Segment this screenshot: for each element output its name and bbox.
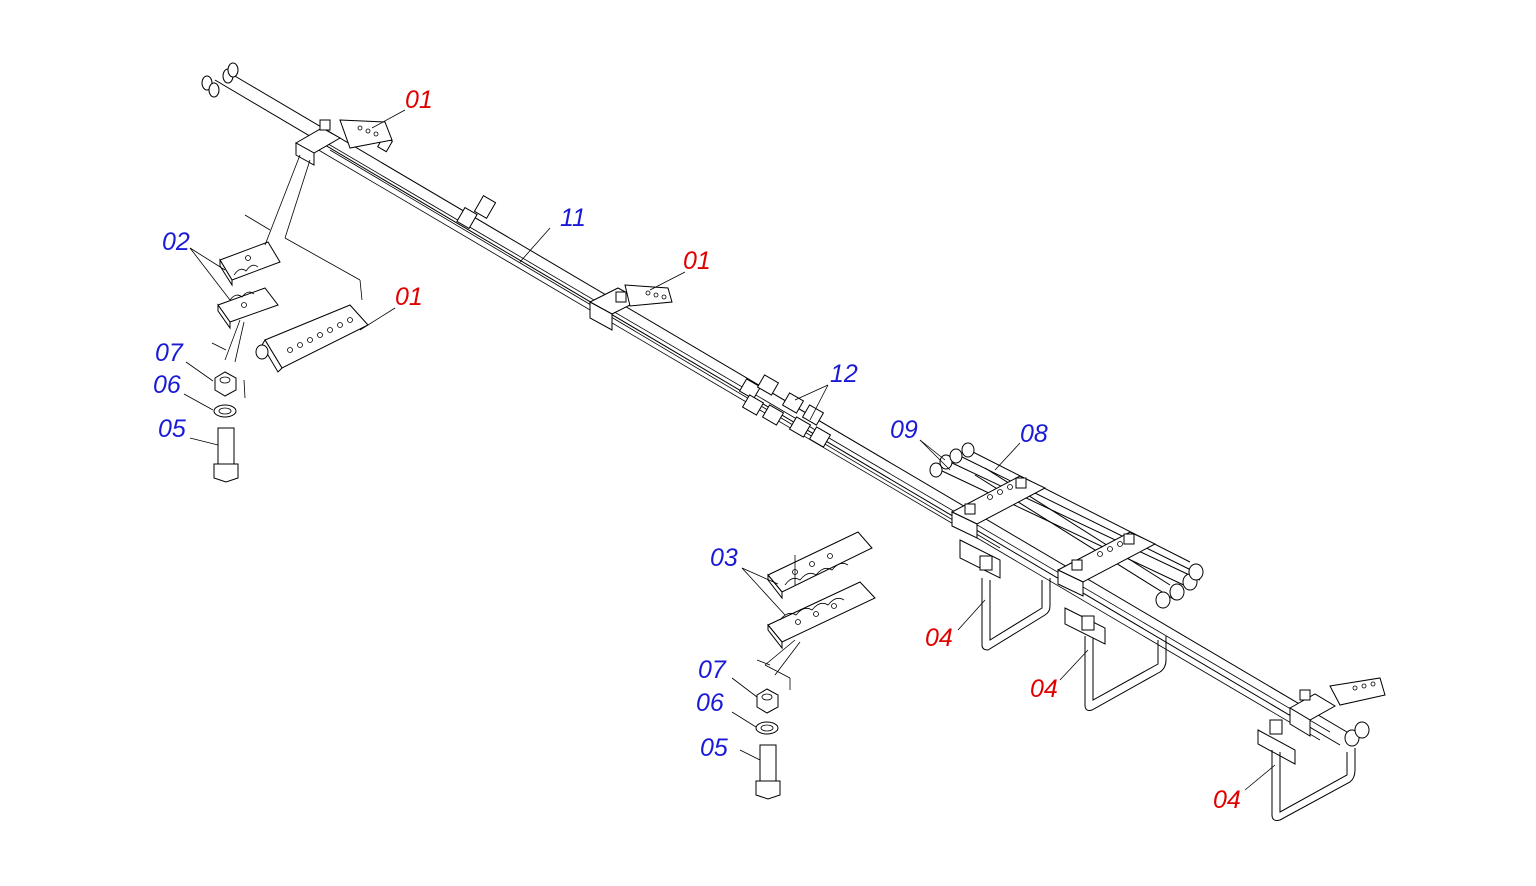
label-01-exploded: 01 <box>395 283 423 311</box>
label-07-left: 07 <box>155 339 184 367</box>
label-12: 12 <box>830 360 858 388</box>
fasteners-left <box>213 371 239 483</box>
bracket-plate-upper <box>950 475 1047 539</box>
exploded-clamp-02 <box>217 241 281 330</box>
clamp-assembly-top <box>294 119 393 166</box>
hose-couplings <box>738 374 832 448</box>
label-04-middle: 04 <box>1030 675 1058 703</box>
hanger-middle <box>1064 607 1167 711</box>
label-08: 08 <box>1020 420 1048 448</box>
label-09: 09 <box>890 416 918 444</box>
label-07-middle: 07 <box>698 656 727 684</box>
label-01-middle: 01 <box>683 247 711 275</box>
exploded-clamp-03 <box>767 531 876 650</box>
main-rail <box>214 71 1353 746</box>
label-01-top: 01 <box>405 86 433 114</box>
label-05-middle: 05 <box>700 734 728 762</box>
label-04-right: 04 <box>1213 786 1241 814</box>
label-06-middle: 06 <box>696 689 724 717</box>
exploded-plate-01 <box>255 304 369 373</box>
hanger-left <box>959 539 1051 651</box>
clamp-assembly-middle <box>588 284 673 331</box>
label-05-left: 05 <box>158 415 186 443</box>
explode-leaders-middle <box>756 555 801 690</box>
label-06-left: 06 <box>153 371 181 399</box>
label-leaders <box>183 109 1276 791</box>
clamp-assembly-end <box>1289 677 1386 747</box>
label-03: 03 <box>710 544 738 572</box>
bracket-plate-lower <box>1056 531 1157 597</box>
label-02: 02 <box>162 228 190 256</box>
label-04-left: 04 <box>925 624 953 652</box>
fasteners-middle <box>755 688 781 800</box>
rail-end-caps-left <box>201 62 239 98</box>
label-11: 11 <box>560 204 586 232</box>
part-labels: 01 11 01 02 01 07 06 05 12 09 08 03 04 0… <box>153 86 1241 814</box>
hanger-right <box>1257 719 1356 821</box>
explode-leaders-left <box>211 154 363 399</box>
rail-fittings <box>376 135 497 230</box>
